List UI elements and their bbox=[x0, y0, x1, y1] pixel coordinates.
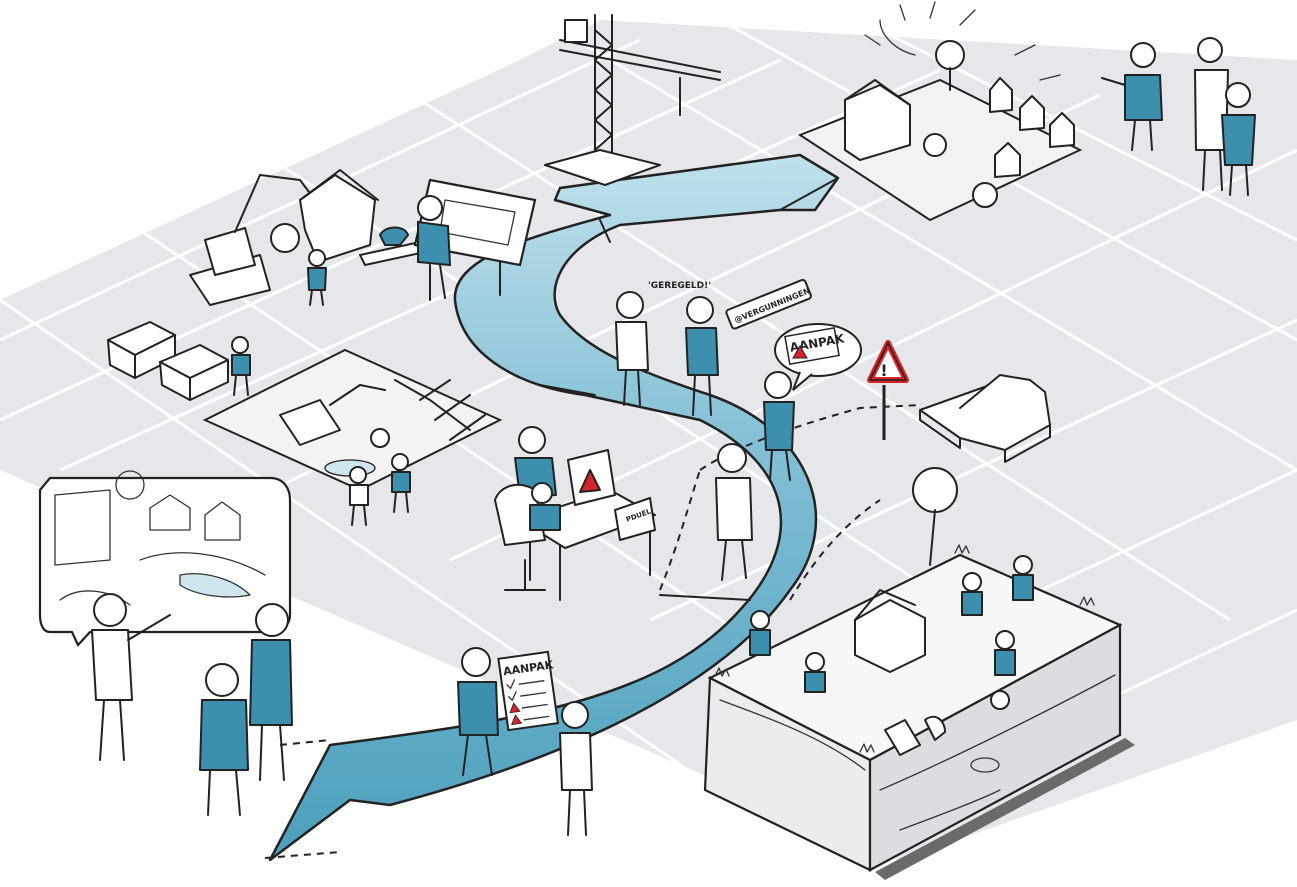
construction-crane bbox=[544, 14, 721, 186]
designer-at-computer: PDUEL bbox=[494, 426, 656, 601]
planner-with-checklist: AANPAK bbox=[457, 647, 560, 776]
engineer-at-drawing-board bbox=[358, 178, 537, 301]
permit-team: 'GEREGELD!' @VERGUNNINGEN bbox=[615, 278, 812, 416]
stakeholders-left bbox=[91, 593, 293, 816]
finished-neighbourhood bbox=[797, 1, 1083, 222]
presenter-woman bbox=[763, 371, 795, 481]
warning-exclamation: ! bbox=[880, 361, 887, 380]
aanpak-speech-bubble: AANPAK bbox=[774, 323, 862, 391]
demolition-excavator bbox=[189, 169, 379, 306]
soil-investigation-block bbox=[703, 467, 1135, 880]
excavation-pit bbox=[202, 348, 503, 492]
walking-woman bbox=[715, 443, 753, 581]
white-direction-arrows bbox=[919, 374, 1051, 463]
warning-sign: ! bbox=[867, 340, 909, 440]
site-worker bbox=[307, 249, 327, 306]
dashed-connectors bbox=[264, 404, 921, 859]
material-containers bbox=[107, 321, 229, 401]
pit-workers bbox=[231, 336, 411, 526]
celebrating-people bbox=[1101, 37, 1256, 196]
woman-on-phone bbox=[559, 701, 593, 836]
speech-geregeld: 'GEREGELD!' bbox=[648, 281, 711, 291]
vergunningen-sign bbox=[725, 278, 812, 330]
